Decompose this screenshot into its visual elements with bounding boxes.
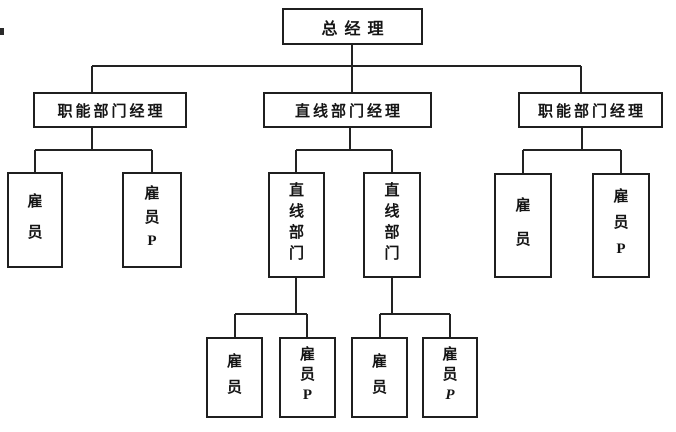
connector-middle-branch xyxy=(295,128,393,172)
node-general-manager: 总经理 xyxy=(282,8,423,45)
connector-left-branch xyxy=(34,128,153,172)
node-label-char: 直 xyxy=(288,183,304,199)
node-label-char: 员 xyxy=(515,232,531,249)
scan-artifact-mark xyxy=(0,28,4,35)
node-label-char: P xyxy=(302,387,313,403)
node-label-char: 雇 xyxy=(299,347,315,363)
node-employee-p-left: 雇 员 P xyxy=(122,172,182,268)
node-label-char: 线 xyxy=(288,204,304,220)
node-label-char: P xyxy=(147,233,157,250)
node-label-char: 门 xyxy=(288,246,304,262)
node-label-char: 员 xyxy=(613,215,629,231)
node-label-char: 门 xyxy=(384,246,400,262)
node-label-char: 雇 xyxy=(226,353,242,370)
node-employee-p-sub2: 雇 员 P xyxy=(422,337,478,418)
node-label: 职能部门经理 xyxy=(57,103,166,120)
node-employee-p-sub1: 雇 员 P xyxy=(279,337,336,418)
connector-line-dept-1-branch xyxy=(234,278,308,337)
node-label-char: 员 xyxy=(27,225,43,242)
node-label-char: 部 xyxy=(384,225,400,241)
node-label-char: 员 xyxy=(371,380,387,397)
node-line-department-2: 直 线 部 门 xyxy=(363,172,421,278)
node-label-char: 雇 xyxy=(515,197,531,214)
node-label-char: 员 xyxy=(442,367,458,383)
node-functional-manager-left: 职能部门经理 xyxy=(33,92,187,128)
node-line-manager: 直线部门经理 xyxy=(263,92,432,128)
node-employee-left: 雇 员 xyxy=(7,172,63,268)
node-label-char: P xyxy=(616,241,626,257)
node-label-char: 员 xyxy=(226,380,242,397)
node-label-char: 雇 xyxy=(27,193,43,210)
node-line-department-1: 直 线 部 门 xyxy=(268,172,325,278)
node-label-char: 雇 xyxy=(144,185,160,202)
node-employee-sub1: 雇 员 xyxy=(206,337,263,418)
node-label-char: 直 xyxy=(384,183,400,199)
node-label-char: 雇 xyxy=(442,347,458,363)
node-functional-manager-right: 职能部门经理 xyxy=(518,92,663,128)
node-label-char: 线 xyxy=(384,204,400,220)
connector-root-to-managers xyxy=(91,45,582,92)
node-label-char: 员 xyxy=(299,367,315,383)
node-employee-p-right: 雇 员 P xyxy=(592,173,650,278)
node-label-char: 部 xyxy=(288,225,304,241)
node-label-char: P xyxy=(445,387,455,403)
node-label: 职能部门经理 xyxy=(537,103,646,120)
node-label-char: 雇 xyxy=(371,353,387,370)
node-label: 总经理 xyxy=(321,20,391,38)
connector-line-dept-2-branch xyxy=(379,278,451,337)
node-label-char: 员 xyxy=(144,209,160,226)
node-employee-right: 雇 员 xyxy=(494,173,552,278)
node-label-char: 雇 xyxy=(613,189,629,205)
node-label: 直线部门经理 xyxy=(294,103,403,120)
connector-right-branch xyxy=(522,128,622,173)
node-employee-sub2: 雇 员 xyxy=(351,337,408,418)
